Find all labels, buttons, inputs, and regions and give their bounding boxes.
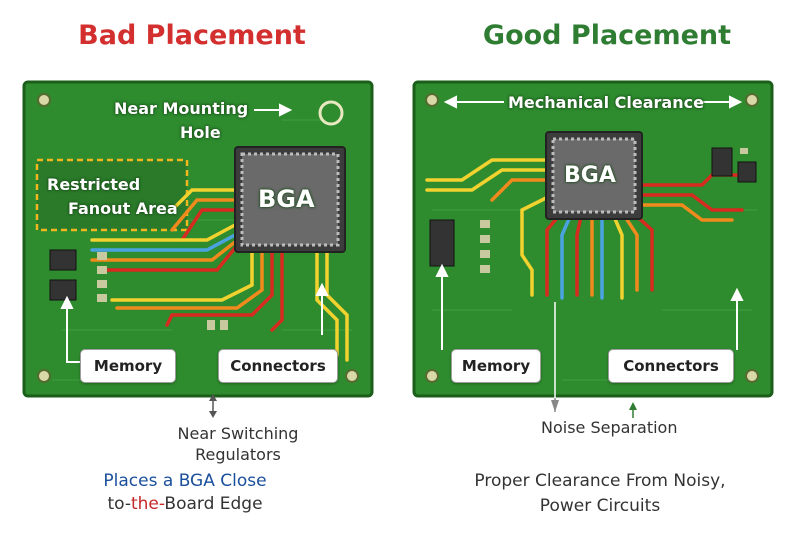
mounting-label-1: Near Mounting [114,99,249,118]
mounting-holes-good [425,93,759,383]
bad-caption-part5: Board Edge [164,494,263,514]
restricted-fanout-area [35,158,189,232]
bad-caption-part1: Places a [103,471,179,491]
clearance-label: Mechanical Clearance [508,93,704,112]
bga-chip-bad [234,146,346,253]
bad-caption-part2: BGA Close [178,471,267,491]
bad-chip-label: BGA [258,185,315,213]
good-caption-1: Proper Clearance From Noisy, [474,471,726,491]
mounting-hole-ring [318,100,344,126]
bad-placement-title: Bad Placement [78,20,306,51]
bad-placement-board [22,80,374,398]
switching-arrow [209,394,217,418]
switching-label-1: Near Switching [177,424,299,443]
switching-label-2: Regulators [195,445,281,464]
connectors-callout-bad: Connectors [218,349,338,383]
noise-separation-label: Noise Separation [541,418,678,437]
mounting-holes [37,93,359,383]
restricted-label-1: Restricted [47,175,141,194]
connectors-callout-good: Connectors [608,349,734,383]
bad-caption: Places a BGA Close [60,471,310,491]
noise-separation-arrows [551,302,637,418]
memory-callout-good: Memory [451,349,541,383]
power-components-good [711,147,757,183]
restricted-label-2: Fanout Area [68,199,178,218]
memory-components-bad [49,249,228,330]
good-placement-title: Good Placement [482,20,732,51]
good-caption-2: Power Circuits [539,496,661,516]
bad-caption-part3: to- [107,494,131,514]
memory-callout-bad: Memory [80,349,176,383]
memory-components-good [429,219,490,273]
bga-chip-good [545,131,643,220]
good-placement-board [412,80,774,398]
good-chip-label: BGA [564,163,616,188]
mounting-label-2: Hole [180,123,221,142]
bad-caption-line2: to-the-Board Edge [60,494,310,514]
bad-caption-part4: the- [130,494,165,514]
